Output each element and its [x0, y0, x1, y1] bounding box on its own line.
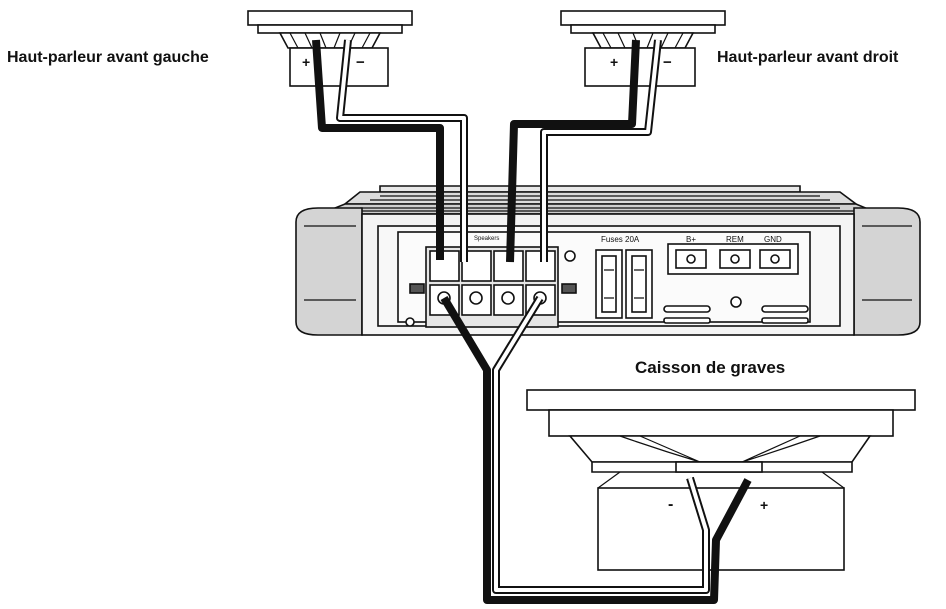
subwoofer-label: Caisson de graves [635, 358, 786, 377]
wire-sub-negative [492, 295, 710, 594]
front-right-plus-sign: + [610, 54, 618, 70]
wire-right-negative [540, 39, 662, 262]
wire-left-positive [312, 39, 444, 260]
front-left-terminal-box [289, 47, 389, 87]
front-right-terminal-box [584, 47, 696, 87]
wire-right-positive [506, 39, 640, 263]
fuses-caption: Fuses 20A [601, 235, 640, 244]
wire-left-negative [336, 39, 468, 262]
subwoofer-plus-sign: + [760, 497, 768, 513]
front-right-speaker-label: Haut-parleur avant droit [717, 49, 899, 66]
front-left-speaker [247, 10, 413, 87]
terminal-b-plus: B+ [686, 235, 696, 244]
wire-sub-positive [440, 295, 752, 604]
amplifier [295, 185, 921, 336]
terminal-gnd: GND [764, 235, 782, 244]
front-right-speaker [560, 10, 726, 87]
speakers-terminal-caption: Speakers [474, 236, 499, 242]
terminal-rem: REM [726, 235, 744, 244]
front-left-speaker-label: Haut-parleur avant gauche [7, 49, 209, 66]
front-left-plus-sign: + [302, 54, 310, 70]
subwoofer [526, 389, 916, 571]
subwoofer-minus-sign: - [668, 496, 673, 513]
front-right-minus-sign: − [663, 54, 672, 71]
front-left-minus-sign: − [356, 54, 365, 71]
